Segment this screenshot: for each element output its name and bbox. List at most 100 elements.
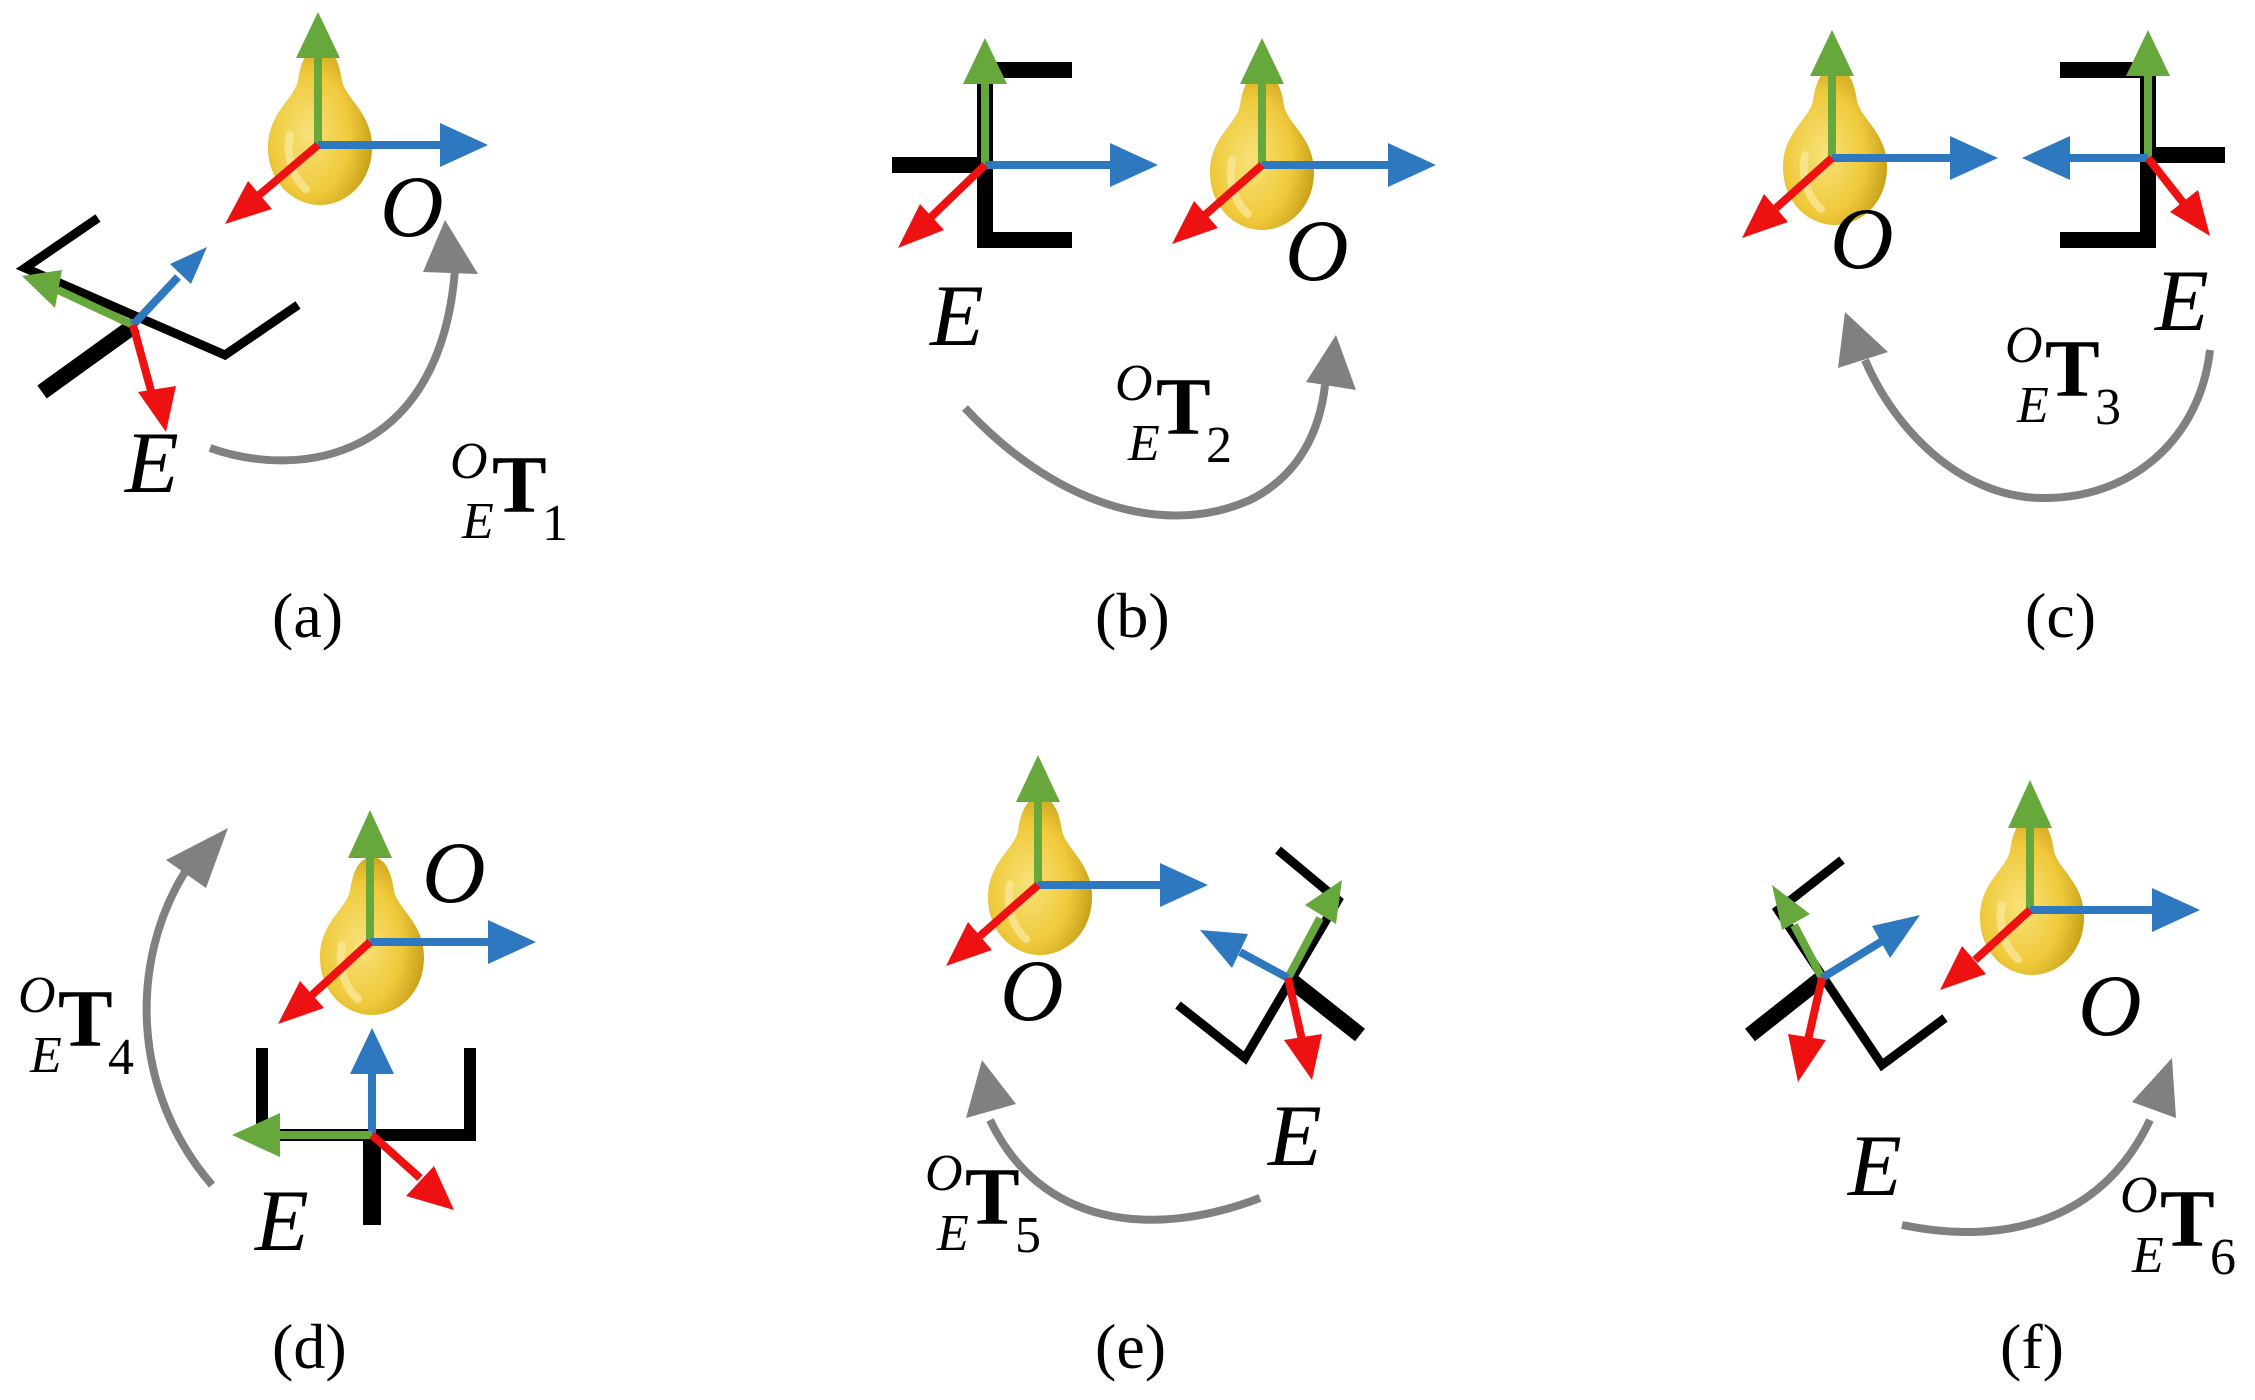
object-x-arrowhead [1940, 946, 1986, 990]
transform-index: 6 [2210, 1229, 2236, 1286]
gripper-frame-label: E [123, 415, 179, 512]
object-z-arrowhead [488, 920, 536, 964]
object-frame-label: O [422, 825, 486, 922]
panel-caption: (f) [2000, 1311, 2064, 1382]
gripper-x-arrowhead [2170, 190, 2210, 236]
gripper-icon [1175, 846, 1365, 1065]
gripper-x-arrowhead [138, 386, 176, 432]
transform-arrow [1861, 349, 2214, 503]
panel-d: O E O E T 4 (d) [18, 810, 536, 1382]
object-x-arrowhead [946, 922, 992, 966]
transform-superscript: O [18, 967, 56, 1024]
gripper-y-arrowhead [232, 1113, 280, 1157]
panel-caption: (e) [1095, 1311, 1166, 1382]
transform-symbol: T [492, 439, 547, 530]
gripper-z-axis [1819, 936, 1887, 982]
object-y-arrowhead [1016, 755, 1060, 802]
object-x-arrowhead [1742, 194, 1788, 238]
gripper-icon [1745, 856, 1948, 1072]
transform-arrow [962, 384, 1329, 520]
object-y-arrowhead [348, 810, 392, 858]
object-y-arrowhead [1810, 30, 1854, 76]
gripper-frame-label: E [1266, 1088, 1322, 1185]
gripper-z-arrowhead [350, 1028, 394, 1074]
gripper-x-axis [1804, 977, 1826, 1041]
gripper-frame-label: E [928, 268, 984, 365]
transform-arrow [1901, 1118, 2154, 1236]
gripper-icon [15, 214, 301, 399]
transform-label: O E T 4 [18, 967, 134, 1086]
transform-arrow [986, 1118, 1262, 1224]
gripper-x-arrowhead [406, 1166, 454, 1210]
object-frame-label: O [1285, 203, 1349, 300]
gripper-x-axis [2144, 155, 2189, 208]
object-y-arrowhead [1240, 38, 1284, 84]
panel-caption: (c) [2025, 580, 2096, 651]
gripper-z-arrowhead [1110, 143, 1158, 187]
gripper-y-arrowhead [1305, 880, 1342, 924]
transform-superscript: O [1115, 355, 1153, 412]
transform-index: 3 [2095, 379, 2121, 436]
transform-superscript: O [2005, 317, 2043, 374]
gripper-x-axis [129, 323, 157, 400]
object-z-arrowhead [1388, 143, 1436, 187]
panel-caption: (d) [272, 1311, 347, 1382]
transform-label: O E T 1 [450, 433, 568, 552]
transform-superscript: O [925, 1145, 963, 1202]
gripper-z-arrowhead [1200, 930, 1248, 968]
object-frame-label: O [1830, 191, 1894, 288]
transform-arrowhead [423, 220, 478, 274]
gripper-y-arrowhead [963, 38, 1007, 84]
transform-symbol: T [2160, 1173, 2215, 1264]
transform-label: O E T 3 [2005, 317, 2121, 436]
transform-index: 4 [108, 1029, 134, 1086]
transform-subscript: E [2016, 377, 2049, 434]
object-x-axis [1773, 155, 1835, 211]
gripper-z-arrowhead [170, 247, 207, 284]
object-x-arrowhead [278, 981, 324, 1024]
transform-label: O E T 2 [1115, 355, 1232, 474]
gripper-y-arrowhead [1772, 885, 1810, 930]
transform-subscript: E [1127, 415, 1160, 472]
transform-arrowhead [1838, 312, 1888, 368]
object-x-axis [977, 881, 1041, 940]
transform-subscript: E [936, 1205, 969, 1262]
transform-arrow [142, 869, 216, 1188]
transform-index: 1 [542, 495, 568, 552]
gripper-y-axis [1790, 923, 1826, 980]
transform-symbol: T [965, 1151, 1020, 1242]
gripper-x-arrowhead [1788, 1034, 1826, 1082]
object-z-arrowhead [1160, 863, 1208, 907]
transform-subscript: E [29, 1027, 62, 1084]
panel-caption: (b) [1095, 580, 1170, 651]
object-z-arrowhead [440, 123, 488, 167]
gripper-x-axis [369, 1132, 423, 1181]
gripper-x-arrowhead [898, 204, 944, 248]
gripper-frame-label: E [2153, 253, 2209, 350]
gripper-z-arrowhead [2022, 136, 2070, 180]
transform-subscript: E [461, 493, 494, 550]
gripper-y-axis [1284, 916, 1324, 980]
transform-label: O E T 6 [2120, 1167, 2236, 1286]
transform-arrowhead [166, 828, 228, 888]
gripper-z-axis [130, 274, 181, 328]
object-y-arrowhead [296, 12, 340, 58]
transform-superscript: O [450, 433, 488, 490]
object-x-arrowhead [225, 181, 272, 224]
object-x-axis [309, 939, 373, 998]
gripper-x-arrowhead [1284, 1034, 1322, 1080]
transform-symbol: T [1156, 361, 1211, 452]
object-x-axis [1972, 907, 2033, 963]
object-frame-label: O [380, 159, 444, 256]
transform-index: 2 [1206, 417, 1232, 474]
object-x-arrowhead [1172, 201, 1218, 244]
object-x-axis [255, 141, 321, 200]
object-z-arrowhead [1950, 136, 1998, 180]
gripper-x-axis [927, 162, 988, 221]
transform-arrowhead [1306, 335, 1356, 390]
panel-f: O E O E T 6 (f) [1745, 780, 2236, 1382]
gripper-y-arrowhead [22, 270, 62, 308]
object-y-arrowhead [2008, 780, 2052, 828]
object-x-axis [1202, 161, 1265, 219]
